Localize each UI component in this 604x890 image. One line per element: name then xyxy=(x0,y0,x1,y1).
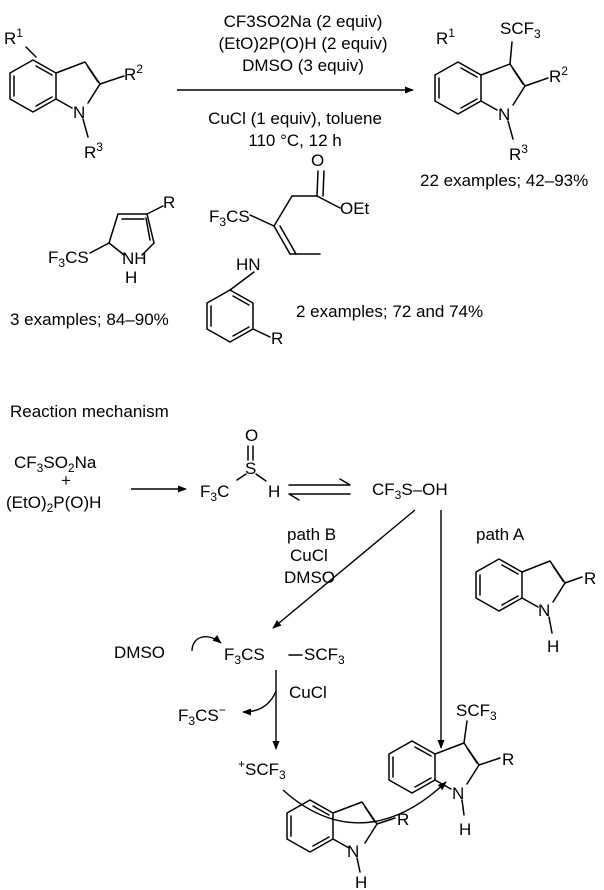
sulfinic-h: H xyxy=(268,482,280,501)
reactant-phosphite: (EtO)2P(O)H xyxy=(6,493,101,515)
indole-b-h: H xyxy=(355,873,367,890)
indole-a-n: N xyxy=(538,601,550,620)
thiolate-release-arrow xyxy=(242,690,277,716)
cucl-label: CuCl xyxy=(289,683,327,702)
reactant-cf3so2na: CF3SO2Na xyxy=(14,453,97,475)
final-n: N xyxy=(452,784,464,803)
indole-reagent-path-b xyxy=(286,799,396,873)
path-a-label: path A xyxy=(476,525,525,544)
arrow-path-b xyxy=(272,509,416,629)
scf3-cation: +SCF3 xyxy=(238,757,286,782)
indole-product xyxy=(434,41,549,140)
scope-enamines: 2 examples; 72 and 74% xyxy=(296,302,483,321)
disulfide-scf3: SCF3 xyxy=(304,645,345,667)
product-r3: R3 xyxy=(509,142,528,164)
enamine-oet: OEt xyxy=(340,199,370,218)
final-h: H xyxy=(459,820,471,839)
label-r2: R2 xyxy=(124,62,143,84)
indole-b-r: R xyxy=(397,810,409,829)
condition-line-1: CuCl (1 equiv), toluene xyxy=(208,109,382,128)
pyrrole-r: R xyxy=(163,193,175,212)
product-n: N xyxy=(498,105,510,124)
indole-reagent-path-a xyxy=(475,558,583,634)
enamine-o: O xyxy=(311,151,324,170)
cf3soh: CF3S–OH xyxy=(372,480,448,502)
reagent-line-1: CF3SO2Na (2 equiv) xyxy=(224,12,383,31)
product-r1: R1 xyxy=(436,26,455,48)
condition-line-2: 110 °C, 12 h xyxy=(248,131,341,150)
enamine-hn: HN xyxy=(236,255,261,274)
sulfinic-s: S xyxy=(245,459,256,478)
sulfinic-o: O xyxy=(245,426,258,445)
product-r2: R2 xyxy=(549,64,568,86)
indole-starting-material xyxy=(9,46,125,138)
pyrrole-structure xyxy=(89,205,164,256)
dmso-reductant: DMSO xyxy=(114,643,165,662)
reagent-line-3: DMSO (3 equiv) xyxy=(242,56,364,75)
reactant-plus: + xyxy=(61,471,71,490)
path-b-cucl: CuCl xyxy=(290,546,328,565)
reagent-line-2: (EtO)2P(O)H (2 equiv) xyxy=(218,34,387,53)
indole-a-r: R xyxy=(584,569,596,588)
enamine-f3cs: F3CS xyxy=(209,207,250,229)
pyrrole-f3cs: F3CS xyxy=(48,248,89,270)
indole-b-n: N xyxy=(347,842,359,861)
pyrrole-h: H xyxy=(125,268,137,287)
equilibrium-arrows xyxy=(288,478,351,501)
enamine-r: R xyxy=(271,329,283,348)
scope-indoles: 22 examples; 42–93% xyxy=(420,171,588,190)
label-r1: R1 xyxy=(4,26,23,48)
trifluoromethanesulfinic-acid xyxy=(236,445,267,482)
scope-pyrroles: 3 examples; 84–90% xyxy=(10,310,169,329)
pyrrole-nh: NH xyxy=(122,249,147,268)
mechanism-title: Reaction mechanism xyxy=(10,402,169,421)
label-r3: R3 xyxy=(84,140,103,162)
enamine-ester-structure xyxy=(206,170,341,343)
sulfinic-f3c: F3C xyxy=(200,482,229,504)
product-scf3: SCF3 xyxy=(500,19,541,41)
final-scf3: SCF3 xyxy=(456,701,497,723)
indole-final-product xyxy=(388,720,501,816)
indole-a-h: H xyxy=(547,637,559,656)
dmso-curved-arrow xyxy=(191,635,222,652)
path-b-dmso: DMSO xyxy=(284,568,335,587)
path-b-label: path B xyxy=(287,525,336,544)
disulfide: F3CS xyxy=(224,645,265,667)
label-n-indole: N xyxy=(73,103,85,122)
thiolate: F3CS− xyxy=(178,703,226,728)
final-r: R xyxy=(502,750,514,769)
